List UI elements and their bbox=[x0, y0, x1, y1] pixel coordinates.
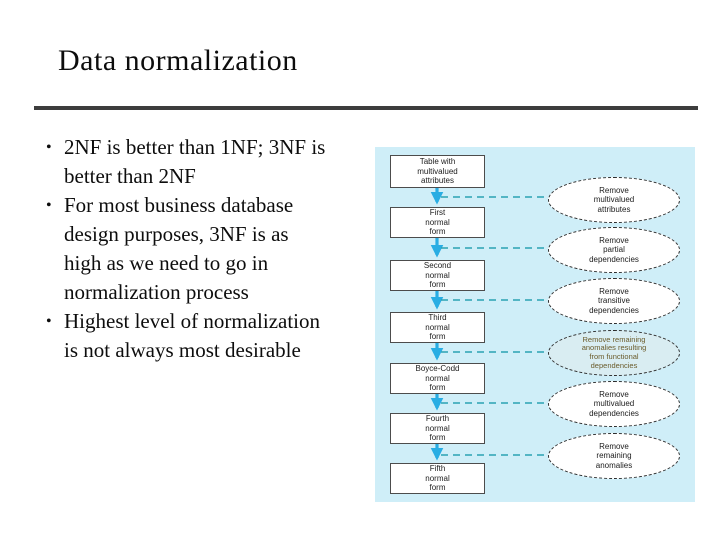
flow-box-boyce-codd-normal-form: Boyce-Codd normal form bbox=[390, 363, 485, 394]
bullet-dot-icon: • bbox=[46, 139, 52, 156]
list-item: • 2NF is better than 1NF; 3NF is better … bbox=[44, 133, 326, 191]
bullet-text: For most business database design purpos… bbox=[64, 193, 294, 304]
slide-title: Data normalization bbox=[58, 44, 298, 77]
flow-box-first-normal-form: First normal form bbox=[390, 207, 485, 238]
bullet-text: 2NF is better than 1NF; 3NF is better th… bbox=[64, 135, 326, 188]
flow-box-fifth-normal-form: Fifth normal form bbox=[390, 463, 485, 494]
step-ellipse-remove-multivalued-dependencies: Remove multivalued dependencies bbox=[548, 381, 680, 427]
dashed-connector-lines bbox=[441, 196, 548, 456]
step-ellipse-remove-remaining-anomalies-functional: Remove remaining anomalies resulting fro… bbox=[548, 330, 680, 376]
flow-box-third-normal-form: Third normal form bbox=[390, 312, 485, 343]
step-ellipse-remove-multivalued-attributes: Remove multivalued attributes bbox=[548, 177, 680, 223]
flow-box-fourth-normal-form: Fourth normal form bbox=[390, 413, 485, 444]
step-ellipse-remove-partial-dependencies: Remove partial dependencies bbox=[548, 227, 680, 273]
flow-connectors bbox=[430, 185, 548, 461]
bullet-list: • 2NF is better than 1NF; 3NF is better … bbox=[44, 133, 344, 365]
step-ellipse-remove-remaining-anomalies: Remove remaining anomalies bbox=[548, 433, 680, 479]
flow-box-table-multivalued-attributes: Table with multivalued attributes bbox=[390, 155, 485, 188]
title-underline bbox=[34, 106, 698, 110]
bullet-dot-icon: • bbox=[46, 197, 52, 214]
list-item: • Highest level of normalization is not … bbox=[44, 307, 326, 365]
bullet-text: Highest level of normalization is not al… bbox=[64, 309, 321, 362]
flow-box-second-normal-form: Second normal form bbox=[390, 260, 485, 291]
bullet-dot-icon: • bbox=[46, 313, 52, 330]
list-item: • For most business database design purp… bbox=[44, 191, 326, 307]
normalization-flow-diagram: Table with multivalued attributes First … bbox=[375, 147, 695, 502]
step-ellipse-remove-transitive-dependencies: Remove transitive dependencies bbox=[548, 278, 680, 324]
